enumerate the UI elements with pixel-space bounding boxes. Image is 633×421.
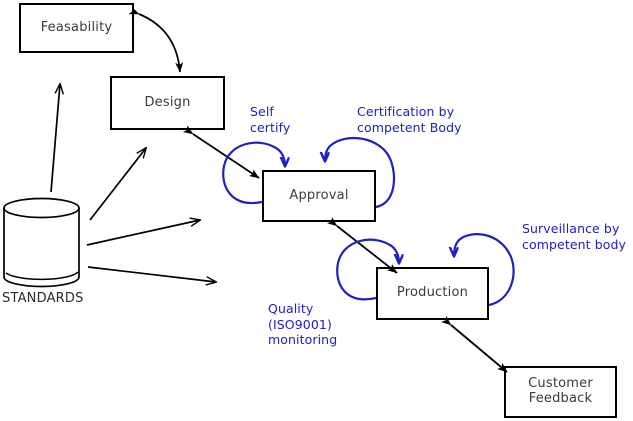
edge-surveillance-loop bbox=[454, 233, 515, 307]
edge-standards-feasability bbox=[50, 84, 60, 193]
annotation-quality-iso9001-monitoring: Quality (ISO9001) monitoring bbox=[268, 301, 338, 348]
edge-approval-production bbox=[327, 216, 398, 274]
node-approval[interactable]: Approval bbox=[262, 170, 376, 222]
edge-standards-design bbox=[89, 148, 146, 221]
annotation-surveillance-by-competent-body: Surveillance by competent body bbox=[522, 221, 627, 252]
standards-cylinder-shape bbox=[3, 197, 80, 288]
annotation-self-certify: Self certify bbox=[250, 104, 291, 135]
edge-production-customer-feedback bbox=[441, 315, 508, 373]
node-customer-feedback[interactable]: Customer Feedback bbox=[504, 366, 617, 418]
node-production[interactable]: Production bbox=[376, 267, 489, 320]
node-design[interactable]: Design bbox=[110, 76, 225, 130]
node-customer-feedback-label-line2: Feedback bbox=[528, 391, 593, 406]
node-feasability-label: Feasability bbox=[40, 19, 113, 35]
edge-certification-loop bbox=[325, 136, 396, 209]
node-feasability[interactable]: Feasability bbox=[19, 3, 134, 53]
edge-quality-loop bbox=[336, 238, 399, 301]
annotation-certification-by-competent-body: Certification by competent Body bbox=[357, 104, 462, 135]
edge-standards-production bbox=[87, 266, 216, 282]
node-customer-feedback-label-line1: Customer bbox=[528, 376, 593, 392]
edge-feasability-design bbox=[128, 6, 184, 73]
edge-design-approval bbox=[182, 125, 260, 179]
node-design-label: Design bbox=[144, 94, 191, 110]
edge-self-certify-loop bbox=[222, 141, 285, 205]
node-approval-label: Approval bbox=[289, 187, 349, 203]
node-production-label: Production bbox=[396, 285, 469, 301]
standards-datastore-label: STANDARDS bbox=[2, 291, 84, 306]
edge-standards-approval bbox=[86, 220, 200, 246]
